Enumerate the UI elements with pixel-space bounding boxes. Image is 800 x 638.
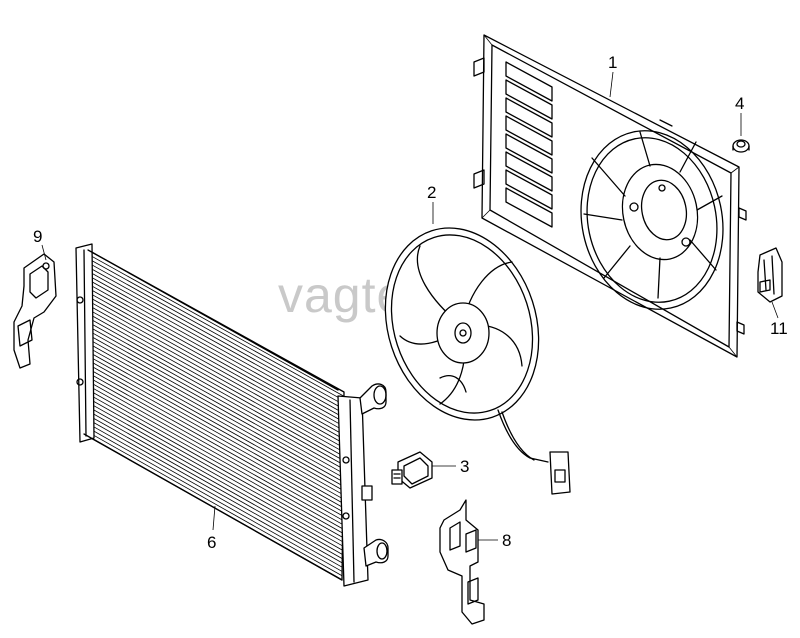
radiator-fin [84, 404, 343, 551]
radiator-fin [85, 366, 343, 512]
radiator-fin [86, 329, 344, 474]
radiator-fin [84, 396, 343, 542]
radiator-fin [86, 312, 344, 457]
radiator-fin [85, 362, 343, 508]
bracket-lower [439, 499, 498, 625]
radiator-fin [83, 429, 343, 577]
radiator-fin [86, 304, 344, 448]
radiator-fin [85, 341, 344, 487]
radiator-fin [86, 295, 344, 440]
radiator-fin [86, 291, 344, 436]
radiator-fin [86, 308, 344, 453]
callout-8: 8 [502, 531, 511, 550]
radiator-fin [84, 379, 343, 525]
radiator-fin [86, 299, 344, 444]
radiator-fin [87, 278, 344, 423]
radiator-fin [84, 391, 343, 538]
callout-labels: 1 2 3 4 6 8 9 11 [33, 53, 788, 552]
callout-9: 9 [33, 227, 42, 246]
bracket-right [757, 247, 783, 319]
callout-1: 1 [608, 53, 617, 72]
radiator-fin [85, 370, 343, 517]
radiator-fin [87, 283, 344, 427]
radiator-fin [84, 421, 343, 568]
radiator-fin [84, 416, 343, 564]
callout-3: 3 [460, 457, 469, 476]
radiator-fin [84, 412, 343, 559]
radiator-fin [86, 324, 344, 470]
thermo-switch [391, 451, 456, 489]
radiator-fin [85, 375, 343, 521]
callout-11: 11 [770, 319, 788, 338]
radiator-fin [85, 350, 344, 495]
radiator-fin [87, 253, 345, 397]
fan-motor [384, 202, 571, 495]
radiator-fin [84, 387, 343, 534]
radiator-fin [87, 274, 344, 418]
callout-6: 6 [207, 533, 216, 552]
radiator-fin [84, 408, 343, 555]
radiator [75, 243, 389, 587]
radiator-fin [85, 345, 344, 491]
callout-2: 2 [427, 183, 436, 202]
radiator-fin [86, 320, 344, 465]
radiator-fin [86, 316, 344, 461]
radiator-fin [86, 287, 344, 431]
radiator-fin [85, 358, 344, 504]
bracket-left [13, 244, 57, 369]
radiator-fin [87, 262, 345, 406]
radiator-fin [84, 383, 343, 530]
radiator-fin [85, 333, 344, 478]
radiator-fin [85, 337, 344, 483]
radiator-fin [85, 354, 344, 500]
nut [732, 113, 750, 153]
radiator-fin [87, 266, 345, 410]
fan-shroud [473, 34, 747, 358]
callout-4: 4 [735, 94, 744, 113]
radiator-fin [84, 400, 343, 547]
radiator-fin [87, 270, 344, 414]
radiator-fin [87, 258, 345, 401]
radiator-fin [83, 425, 343, 572]
